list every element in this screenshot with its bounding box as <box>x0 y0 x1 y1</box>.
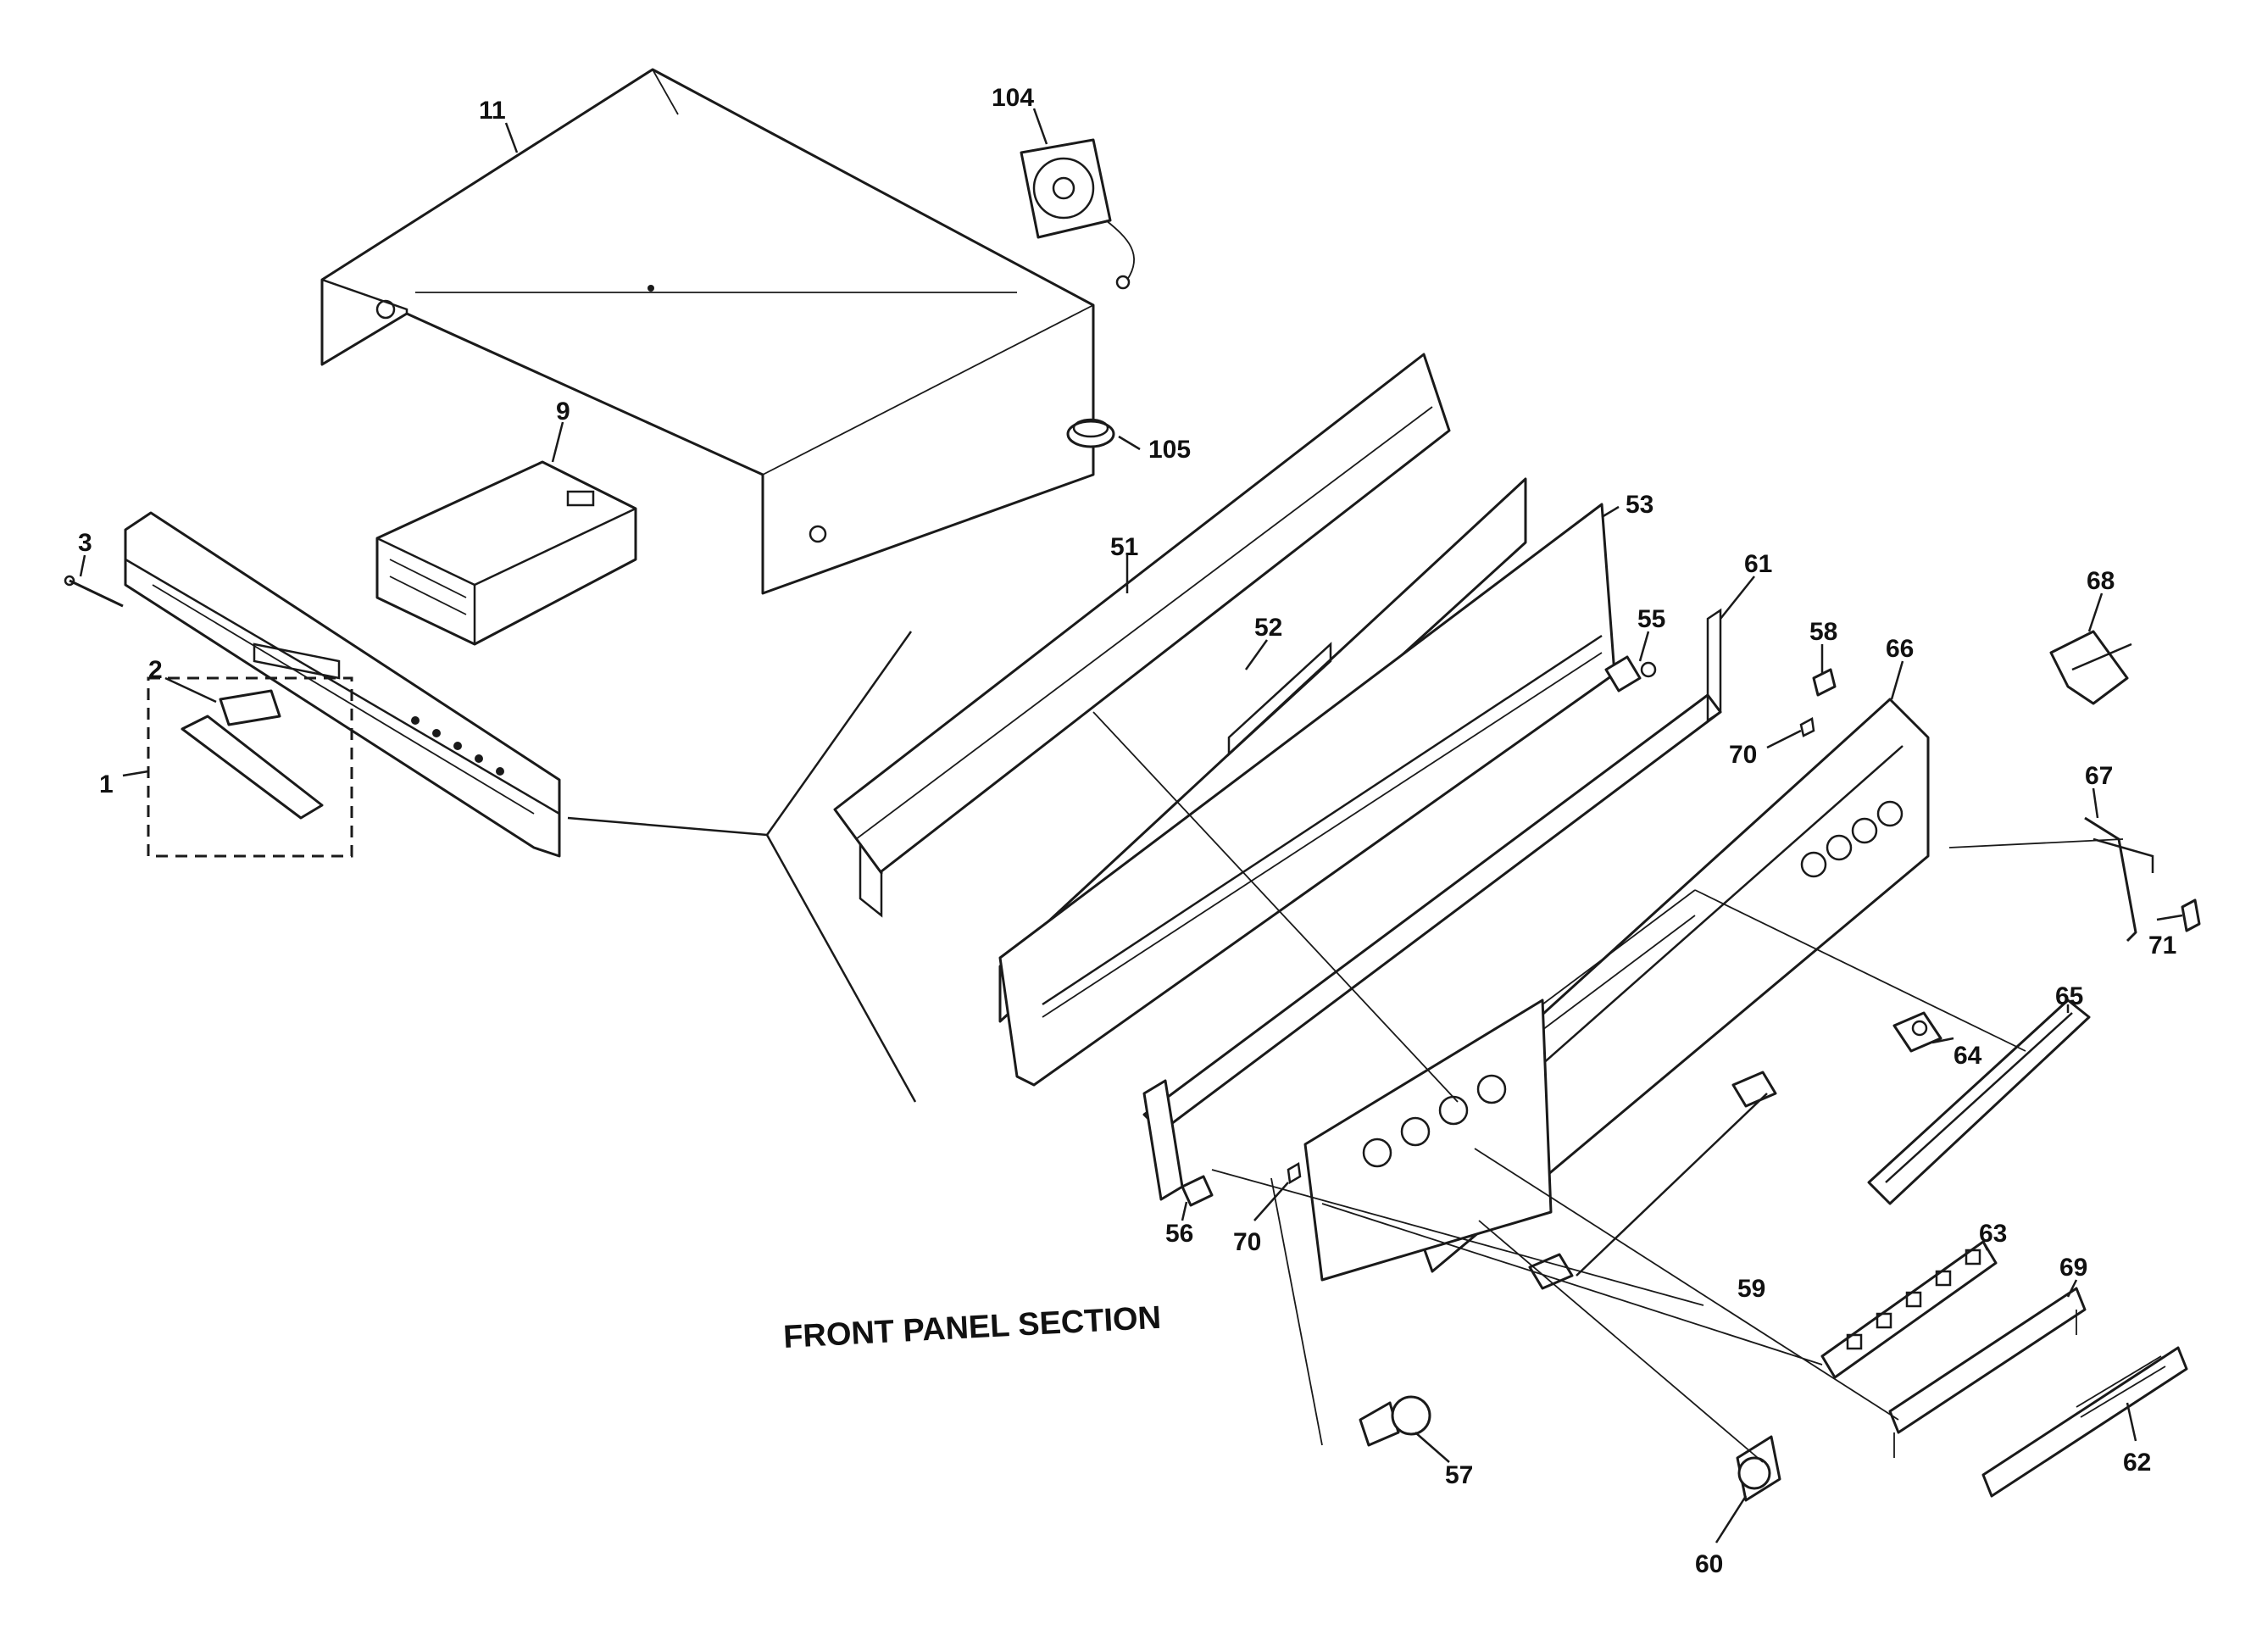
callout-55: 55 <box>1637 605 1665 633</box>
callout-57: 57 <box>1445 1461 1473 1489</box>
switch-assembly-62-part <box>1981 1346 2188 1498</box>
clip-64-part <box>1892 1011 1942 1053</box>
board-connectors <box>1800 800 1904 878</box>
window-frame-part <box>1867 998 2091 1205</box>
explosion-wedge-lines <box>567 631 917 1103</box>
callout-51: 51 <box>1110 533 1138 561</box>
clip-70-lower-part <box>1287 1161 1302 1185</box>
rubber-foot-part <box>1066 418 1115 448</box>
screw-part <box>64 575 124 608</box>
strip-63-buttons <box>1846 1249 1981 1350</box>
callout-60: 60 <box>1695 1550 1723 1578</box>
front-bezel-part <box>124 511 561 858</box>
diagram-caption: FRONT PANEL SECTION <box>782 1300 1162 1355</box>
callout-67: 67 <box>2085 762 2113 790</box>
panel-window-part <box>147 676 353 858</box>
callout-68: 68 <box>2087 567 2115 595</box>
callout-53: 53 <box>1626 491 1653 519</box>
callout-71: 71 <box>2148 932 2176 959</box>
top-cover-part <box>320 68 1095 595</box>
callout-11: 11 <box>479 97 506 125</box>
long-bracket-part <box>833 353 1451 918</box>
callout-64: 64 <box>1954 1042 1982 1070</box>
callout-65: 65 <box>2055 982 2083 1010</box>
callout-leaders <box>79 108 2183 1544</box>
button-strip-63-part <box>1820 1240 1998 1379</box>
callout-104: 104 <box>992 84 1034 112</box>
clip-part <box>1604 655 1657 693</box>
callout-63: 63 <box>1979 1220 2007 1248</box>
assembly-guide-lines <box>1092 711 2124 1463</box>
clip-59-leaders <box>1576 1093 1768 1277</box>
subpanel-jacks <box>1362 1074 1507 1168</box>
bracket-67-part <box>2084 816 2154 943</box>
front-buttons <box>411 716 504 776</box>
callout-62: 62 <box>2123 1449 2151 1477</box>
bracket-68-part <box>2049 630 2132 705</box>
callout-9: 9 <box>556 398 570 426</box>
clip-70-upper-part <box>1799 717 1815 737</box>
clip-56-part <box>1181 1175 1214 1207</box>
callout-labels: 1 2 3 9 11 104 105 51 52 53 55 61 58 66 … <box>78 84 2176 1578</box>
knob-60-part <box>1736 1435 1781 1502</box>
side-rail-part <box>1142 608 1722 1201</box>
callout-2: 2 <box>148 656 163 684</box>
front-subpanel-part <box>1303 998 1553 1282</box>
callout-70-lower: 70 <box>1233 1228 1261 1256</box>
callout-3: 3 <box>78 529 92 557</box>
disk-drive-part <box>375 460 637 646</box>
callout-70-upper: 70 <box>1729 741 1757 769</box>
callout-66: 66 <box>1886 635 1914 663</box>
callout-61: 61 <box>1744 550 1772 578</box>
button-strip-69-part <box>1888 1287 2087 1458</box>
clip-59-lower-part <box>1528 1253 1574 1290</box>
clip-59-upper-part <box>1731 1071 1777 1108</box>
cooling-fan-part <box>1020 138 1136 290</box>
callout-58: 58 <box>1809 618 1837 646</box>
frame-part <box>998 503 1616 1087</box>
callout-56: 56 <box>1165 1220 1193 1248</box>
panel-label-part <box>219 689 281 726</box>
callout-69: 69 <box>2059 1254 2087 1282</box>
clip-58-part <box>1812 668 1837 697</box>
callout-105: 105 <box>1148 436 1191 464</box>
callout-1: 1 <box>99 770 114 798</box>
knob-57-part <box>1359 1395 1431 1447</box>
callout-52: 52 <box>1254 614 1282 642</box>
clip-71-part <box>2181 898 2201 932</box>
callout-59: 59 <box>1737 1275 1765 1303</box>
